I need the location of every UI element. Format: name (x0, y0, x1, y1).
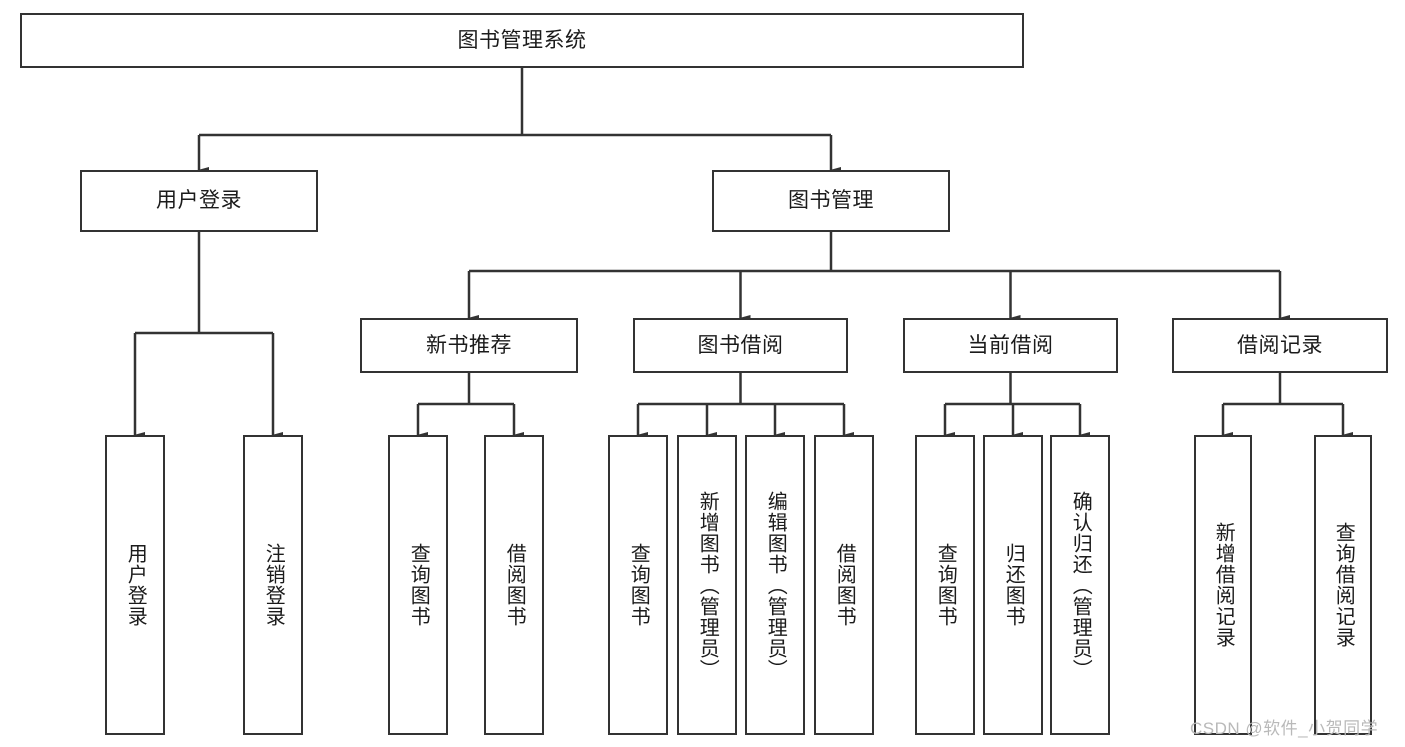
node-label: 查询图书 (407, 543, 430, 627)
node-label: 归还图书 (1002, 543, 1025, 627)
node-label: 借阅图书 (503, 543, 526, 627)
node-l2-record[interactable]: 借阅记录 (1172, 318, 1388, 373)
node-label: 借阅图书 (833, 543, 856, 627)
node-label: 查询借阅记录 (1332, 522, 1355, 648)
node-l3-new-1[interactable]: 查询图书 (388, 435, 448, 735)
node-l3-new-2[interactable]: 借阅图书 (484, 435, 544, 735)
node-l3-borrow-1[interactable]: 查询图书 (608, 435, 668, 735)
node-label: 确认归还（管理员） (1069, 490, 1092, 680)
node-l2-borrow[interactable]: 图书借阅 (633, 318, 848, 373)
node-label: 查询图书 (934, 543, 957, 627)
node-label: 当前借阅 (967, 333, 1054, 357)
node-l3-current-2[interactable]: 归还图书 (983, 435, 1043, 735)
node-l1-login[interactable]: 用户登录 (80, 170, 318, 232)
node-label: 图书管理系统 (457, 28, 587, 52)
node-root[interactable]: 图书管理系统 (20, 13, 1024, 68)
node-l3-current-3[interactable]: 确认归还（管理员） (1050, 435, 1110, 735)
node-l3-record-2[interactable]: 查询借阅记录 (1314, 435, 1372, 735)
node-l3-borrow-2[interactable]: 新增图书（管理员） (677, 435, 737, 735)
node-label: 注销登录 (262, 543, 285, 627)
node-l3-current-1[interactable]: 查询图书 (915, 435, 975, 735)
node-label: 编辑图书（管理员） (764, 490, 787, 680)
node-l2-current[interactable]: 当前借阅 (903, 318, 1118, 373)
node-l3-login-2[interactable]: 注销登录 (243, 435, 303, 735)
node-label: 查询图书 (627, 543, 650, 627)
node-label: 图书借阅 (697, 333, 784, 357)
node-l2-new[interactable]: 新书推荐 (360, 318, 578, 373)
node-label: 用户登录 (124, 543, 147, 627)
node-label: 借阅记录 (1237, 333, 1323, 357)
node-l3-login-1[interactable]: 用户登录 (105, 435, 165, 735)
node-l3-record-1[interactable]: 新增借阅记录 (1194, 435, 1252, 735)
connector-group (133, 68, 1353, 438)
node-label: 图书管理 (788, 189, 874, 213)
node-label: 新书推荐 (426, 333, 512, 357)
node-l1-book[interactable]: 图书管理 (712, 170, 950, 232)
node-label: 新增图书（管理员） (696, 490, 719, 680)
node-l3-borrow-3[interactable]: 编辑图书（管理员） (745, 435, 805, 735)
node-label: 新增借阅记录 (1212, 522, 1235, 648)
node-label: 用户登录 (156, 189, 242, 213)
node-l3-borrow-4[interactable]: 借阅图书 (814, 435, 874, 735)
